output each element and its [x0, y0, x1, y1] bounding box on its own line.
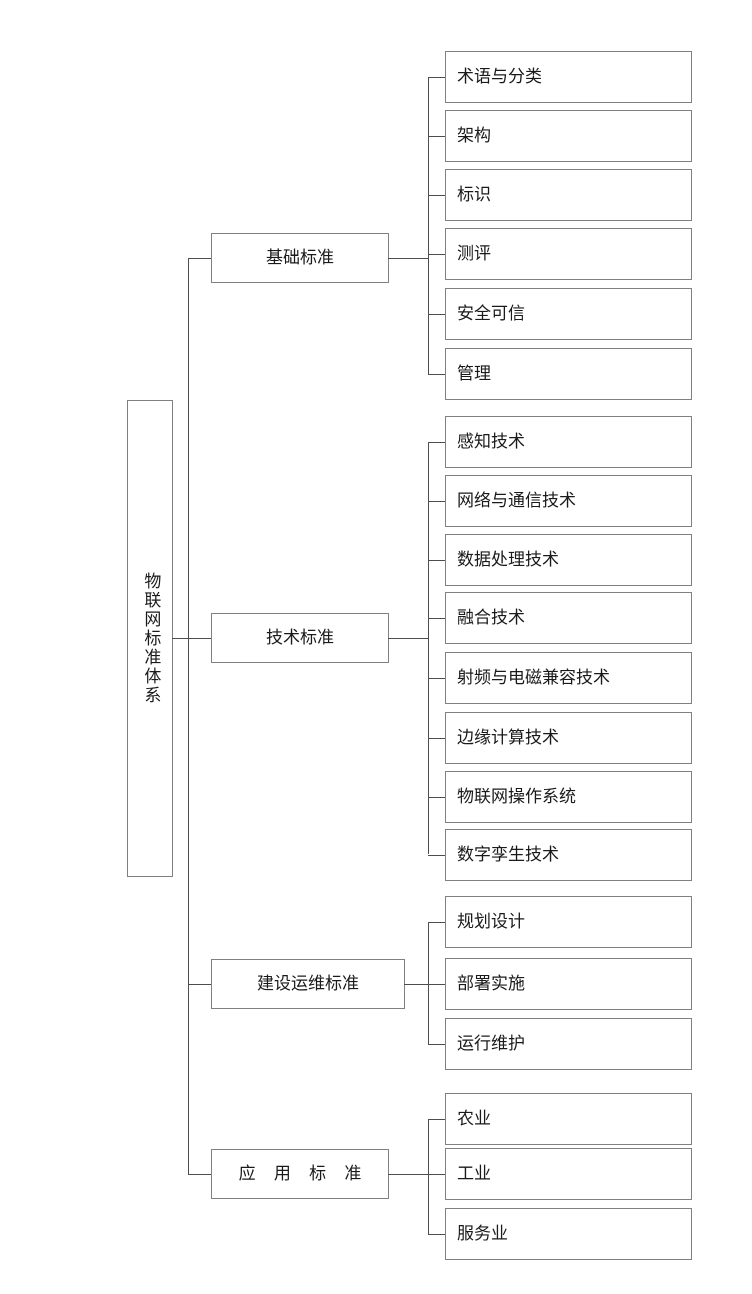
edge-subtrunk-1-leaf-5: [428, 314, 446, 315]
leaf-node-security-trust[interactable]: 安全可信: [445, 288, 692, 340]
edge-subtrunk-1-leaf-3: [428, 195, 446, 196]
leaf-node-identification[interactable]: 标识: [445, 169, 692, 221]
leaf-node-network-communication-technology[interactable]: 网络与通信技术: [445, 475, 692, 527]
edge-subtrunk-3-leaf-2: [428, 984, 446, 985]
edge-trunk-to-branch-2: [188, 638, 212, 639]
branch-node-construction-operation-standards[interactable]: 建设运维标准: [211, 959, 405, 1009]
leaf-node-digital-twin-technology[interactable]: 数字孪生技术: [445, 829, 692, 881]
edge-branch-1-to-subtrunk: [388, 258, 429, 259]
leaf-node-sensing-technology[interactable]: 感知技术: [445, 416, 692, 468]
edge-subtrunk-2-leaf-3: [428, 560, 446, 561]
edge-trunk-to-branch-1: [188, 258, 212, 259]
leaf-node-service-industry[interactable]: 服务业: [445, 1208, 692, 1260]
leaf-node-evaluation[interactable]: 测评: [445, 228, 692, 280]
leaf-node-management[interactable]: 管理: [445, 348, 692, 400]
edge-subtrunk-2-leaf-6: [428, 738, 446, 739]
edge-subtrunk-branch-4: [428, 1119, 429, 1234]
leaf-node-deployment-implementation[interactable]: 部署实施: [445, 958, 692, 1010]
leaf-node-edge-computing-technology[interactable]: 边缘计算技术: [445, 712, 692, 764]
edge-subtrunk-branch-1: [428, 77, 429, 375]
branch-node-basic-standards[interactable]: 基础标准: [211, 233, 389, 283]
leaf-node-rf-emc-technology[interactable]: 射频与电磁兼容技术: [445, 652, 692, 704]
branch-node-application-standards[interactable]: 应 用 标 准: [211, 1149, 389, 1199]
edge-subtrunk-3-leaf-1: [428, 922, 446, 923]
edge-trunk-to-branch-4: [188, 1174, 212, 1175]
edge-branch-2-to-subtrunk: [388, 638, 429, 639]
edge-subtrunk-branch-3: [428, 922, 429, 1044]
leaf-node-operation-maintenance[interactable]: 运行维护: [445, 1018, 692, 1070]
leaf-node-iot-operating-system[interactable]: 物联网操作系统: [445, 771, 692, 823]
leaf-node-planning-design[interactable]: 规划设计: [445, 896, 692, 948]
leaf-node-agriculture[interactable]: 农业: [445, 1093, 692, 1145]
edge-subtrunk-2-leaf-2: [428, 501, 446, 502]
leaf-node-architecture[interactable]: 架构: [445, 110, 692, 162]
leaf-node-data-processing-technology[interactable]: 数据处理技术: [445, 534, 692, 586]
edge-subtrunk-branch-2: [428, 442, 429, 854]
edge-main-trunk: [188, 258, 189, 1175]
edge-subtrunk-2-leaf-5: [428, 678, 446, 679]
leaf-node-terminology-classification[interactable]: 术语与分类: [445, 51, 692, 103]
edge-subtrunk-4-leaf-3: [428, 1234, 446, 1235]
edge-subtrunk-2-leaf-1: [428, 442, 446, 443]
edge-subtrunk-4-leaf-2: [428, 1174, 446, 1175]
edge-subtrunk-2-leaf-7: [428, 797, 446, 798]
edge-root-to-trunk: [172, 638, 189, 639]
edge-subtrunk-3-leaf-3: [428, 1044, 446, 1045]
edge-subtrunk-2-leaf-8: [428, 855, 446, 856]
edge-branch-4-to-subtrunk: [388, 1174, 429, 1175]
edge-trunk-to-branch-3: [188, 984, 212, 985]
branch-node-technical-standards[interactable]: 技术标准: [211, 613, 389, 663]
edge-subtrunk-1-leaf-1: [428, 77, 446, 78]
edge-subtrunk-4-leaf-1: [428, 1119, 446, 1120]
edge-subtrunk-1-leaf-2: [428, 136, 446, 137]
leaf-node-industry[interactable]: 工业: [445, 1148, 692, 1200]
edge-branch-3-to-subtrunk: [404, 984, 429, 985]
leaf-node-convergence-technology[interactable]: 融合技术: [445, 592, 692, 644]
root-node-iot-standard-system[interactable]: 物联网标准体系: [127, 400, 173, 877]
edge-subtrunk-1-leaf-6: [428, 374, 446, 375]
edge-subtrunk-2-leaf-4: [428, 618, 446, 619]
edge-subtrunk-1-leaf-4: [428, 254, 446, 255]
